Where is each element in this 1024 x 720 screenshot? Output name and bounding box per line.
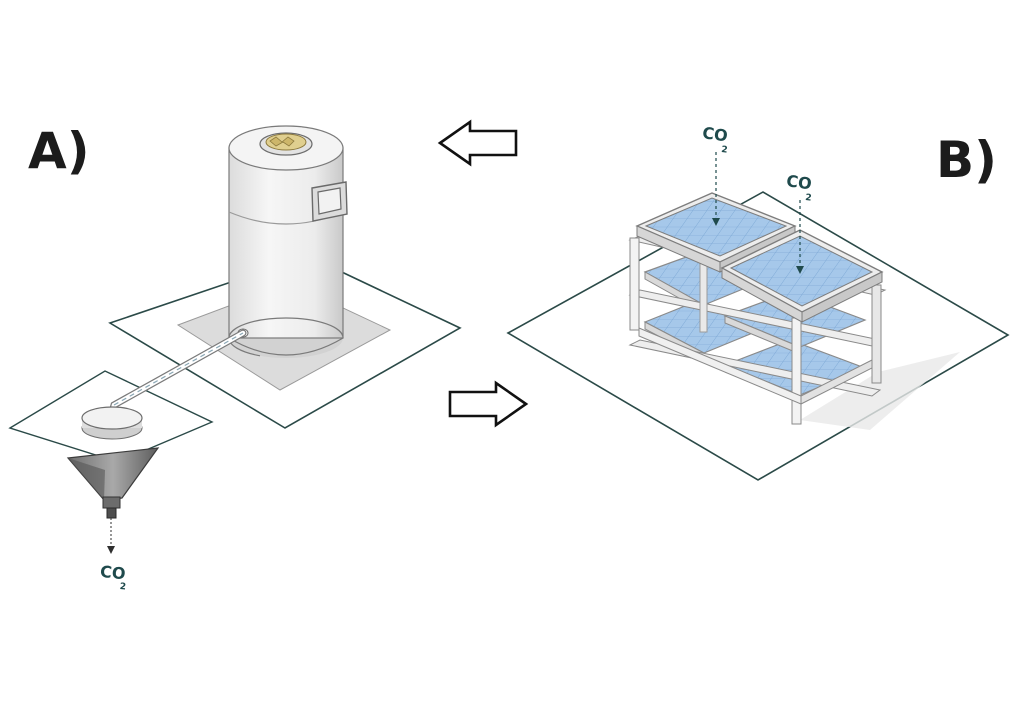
svg-text:CO: CO xyxy=(785,171,813,193)
svg-text:2: 2 xyxy=(805,193,813,204)
co2-label-output: CO 2 xyxy=(99,562,126,593)
svg-text:CO: CO xyxy=(99,562,126,584)
panel-a-label: A) xyxy=(28,122,90,180)
culture-rack xyxy=(628,192,887,425)
left-arrow-icon xyxy=(437,119,518,167)
panel-b-label: B) xyxy=(936,131,997,189)
collector-disc xyxy=(81,406,143,440)
output-funnel xyxy=(66,447,160,554)
co2-uptake-left: CO 2 xyxy=(701,123,729,226)
svg-text:2: 2 xyxy=(721,145,729,156)
tray-top-left xyxy=(635,192,797,273)
co2-uptake-right: CO 2 xyxy=(785,171,813,274)
svg-text:2: 2 xyxy=(119,582,126,593)
bioreactor-tank xyxy=(228,125,348,359)
right-arrow-icon xyxy=(448,380,529,428)
tank-side-window xyxy=(311,181,348,222)
svg-text:CO: CO xyxy=(701,123,729,145)
